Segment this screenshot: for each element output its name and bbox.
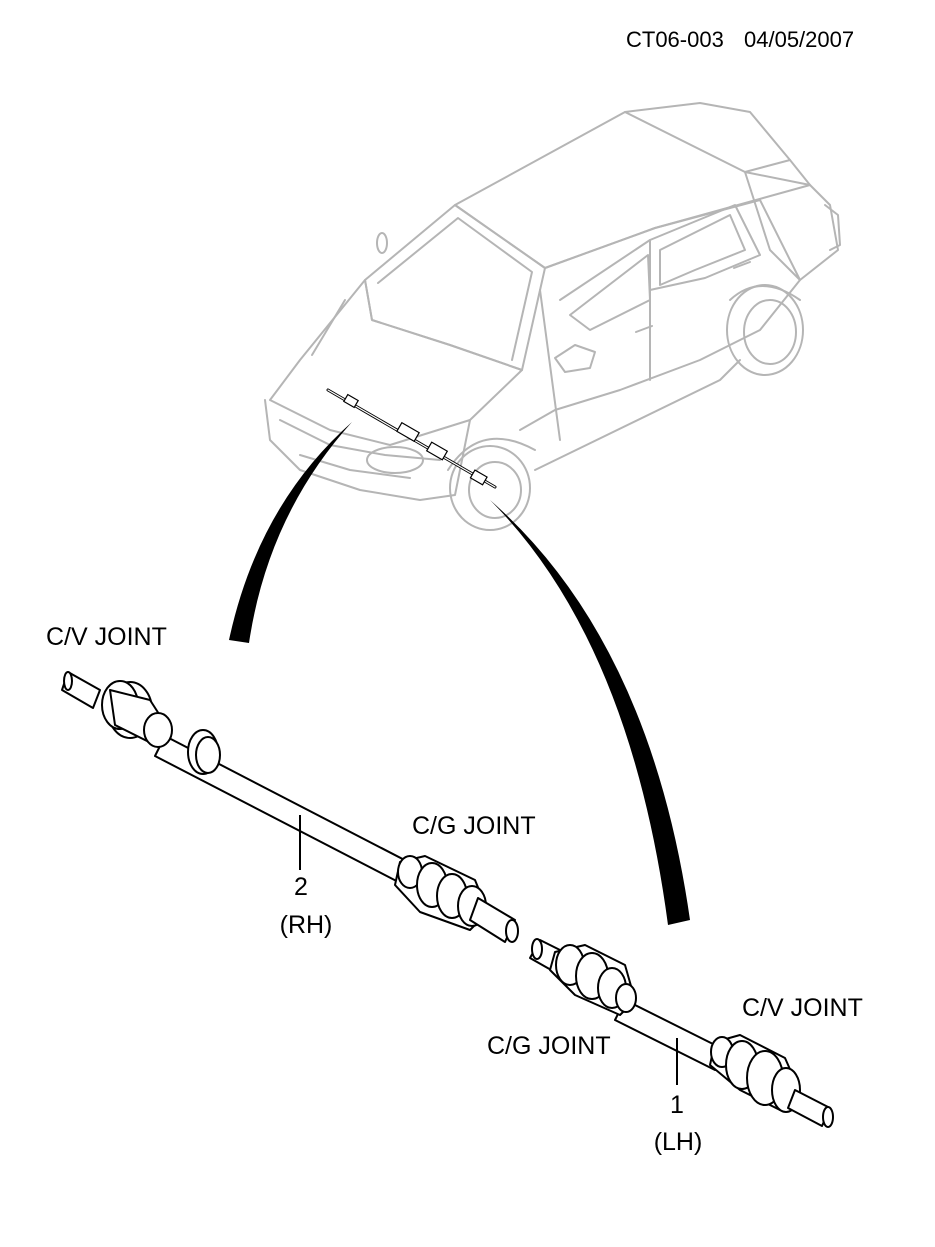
header-date: 04/05/2007 xyxy=(744,27,855,52)
in-car-driveshaft xyxy=(326,388,497,489)
lh-outer-joint-label: C/V JOINT xyxy=(742,994,863,1022)
header-code: CT06-003 xyxy=(626,27,724,52)
rh-inner-joint-label: C/G JOINT xyxy=(412,812,536,840)
lh-driveshaft-assembly xyxy=(529,938,834,1128)
lh-item-number: 1 xyxy=(670,1091,684,1119)
car-illustration xyxy=(264,102,841,531)
rh-item-number: 2 xyxy=(294,873,308,901)
rh-driveshaft-assembly xyxy=(61,671,519,943)
rh-callout-arc xyxy=(229,422,352,643)
rh-outer-joint-label: C/V JOINT xyxy=(46,623,167,651)
rh-side-label: (RH) xyxy=(279,911,333,939)
lh-callout-arc xyxy=(490,500,690,925)
lh-inner-joint-label: C/G JOINT xyxy=(487,1032,611,1060)
lh-side-label: (LH) xyxy=(653,1128,703,1156)
